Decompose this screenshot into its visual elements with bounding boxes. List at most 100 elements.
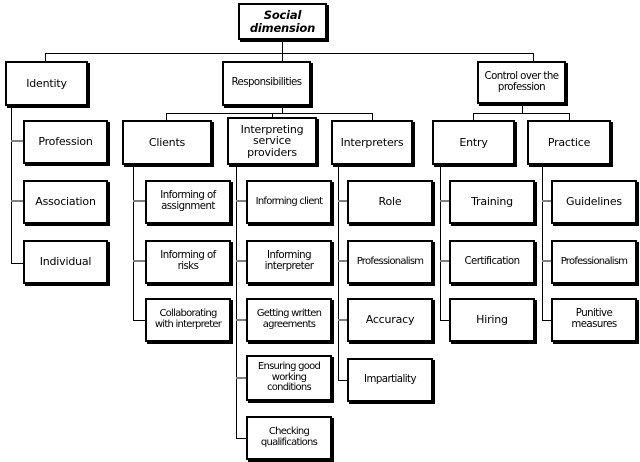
- connector-stub-informing-risks: [133, 260, 146, 262]
- connector-clients-spine: [133, 165, 134, 320]
- node-accuracy[interactable]: Accuracy: [347, 298, 433, 342]
- node-label: Ensuring good working conditions: [257, 361, 321, 394]
- node-getting-written-agreements[interactable]: Getting written agreements: [246, 298, 332, 342]
- connector-control-drop: [522, 103, 523, 113]
- node-label: Social dimension: [249, 8, 316, 35]
- node-professionalism-practice[interactable]: Professionalism: [551, 240, 637, 284]
- node-label: Profession: [38, 135, 93, 149]
- node-label: Interpreters: [340, 135, 404, 149]
- node-informing-interpreter[interactable]: Informing interpreter: [246, 240, 332, 284]
- node-label: Professionalism: [356, 255, 424, 267]
- connector-drop-entry: [473, 113, 474, 121]
- node-impartiality[interactable]: Impartiality: [347, 358, 433, 402]
- connector-stub-accuracy: [338, 319, 349, 321]
- node-responsibilities[interactable]: Responsibilities: [222, 61, 311, 106]
- node-entry[interactable]: Entry: [432, 120, 515, 165]
- connector-control-bus: [473, 113, 569, 114]
- node-label: Informing of risks: [160, 250, 216, 272]
- connector-stub-informing-assignment: [133, 200, 146, 202]
- connector-stub-ensuring-conditions: [236, 377, 248, 379]
- node-guidelines[interactable]: Guidelines: [551, 180, 637, 224]
- connector-drop-isp: [272, 113, 273, 117]
- node-certification[interactable]: Certification: [449, 240, 535, 284]
- connector-stub-professionalism-p: [542, 260, 554, 262]
- node-label: Control over the profession: [484, 70, 560, 93]
- node-label: Getting written agreements: [256, 308, 322, 330]
- node-professionalism-interpreters[interactable]: Professionalism: [347, 240, 433, 284]
- connector-stub-guidelines: [542, 200, 554, 202]
- node-label: Informing interpreter: [264, 250, 314, 272]
- node-informing-of-assignment[interactable]: Informing of assignment: [145, 180, 231, 224]
- connector-interpreters-spine-foot: [338, 380, 348, 381]
- node-label: Training: [471, 195, 513, 209]
- node-interpreting-service-providers[interactable]: Interpreting service providers: [227, 117, 317, 165]
- node-association[interactable]: Association: [23, 180, 108, 224]
- node-social-dimension[interactable]: Social dimension: [238, 3, 327, 40]
- connector-entry-spine: [440, 165, 441, 320]
- connector-responsibilities-bus: [166, 113, 372, 114]
- node-practice[interactable]: Practice: [527, 120, 611, 165]
- connector-level2-bus: [45, 53, 534, 54]
- node-label: Collaborating with interpreter: [154, 308, 222, 330]
- connector-stub-informing-client: [236, 200, 248, 202]
- node-checking-qualifications[interactable]: Checking qualifications: [246, 416, 332, 460]
- connector-isp-spine-foot: [236, 438, 247, 439]
- node-informing-client[interactable]: Informing client: [246, 180, 332, 224]
- node-label: Entry: [459, 135, 488, 149]
- node-control-over-the-profession[interactable]: Control over the profession: [477, 61, 566, 104]
- node-collaborating-with-interpreter[interactable]: Collaborating with interpreter: [145, 298, 231, 342]
- node-label: Identity: [26, 76, 67, 90]
- node-label: Accuracy: [365, 313, 415, 327]
- node-label: Practice: [547, 135, 591, 149]
- connector-level2-drop-control: [533, 53, 534, 61]
- connector-identity-spine: [11, 106, 12, 263]
- node-role[interactable]: Role: [347, 180, 433, 224]
- connector-stub-training: [440, 200, 452, 202]
- connector-root-drop: [282, 40, 283, 54]
- node-individual[interactable]: Individual: [23, 240, 108, 284]
- connector-interpreters-spine: [338, 165, 339, 330]
- node-label: Impartiality: [364, 373, 417, 385]
- connector-practice-spine: [542, 165, 543, 320]
- node-clients[interactable]: Clients: [122, 120, 212, 165]
- connector-stub-role: [338, 200, 349, 202]
- connector-entry-spine-foot: [440, 320, 451, 321]
- connector-isp-spine: [236, 165, 237, 438]
- node-label: Clients: [148, 135, 186, 149]
- node-label: Responsibilities: [231, 77, 302, 89]
- node-label: Hiring: [476, 313, 508, 327]
- connector-stub-association: [11, 200, 24, 202]
- node-ensuring-good-working-conditions[interactable]: Ensuring good working conditions: [246, 355, 332, 401]
- connector-stub-professionalism-i: [338, 260, 349, 262]
- node-hiring[interactable]: Hiring: [449, 298, 535, 342]
- connector-level2-drop-responsibilities: [282, 53, 283, 61]
- node-interpreters[interactable]: Interpreters: [331, 120, 413, 165]
- connector-drop-practice: [569, 113, 570, 121]
- node-label: Role: [378, 195, 402, 209]
- node-training[interactable]: Training: [449, 180, 535, 224]
- connector-identity-spine-foot: [11, 263, 23, 264]
- node-label: Checking qualifications: [260, 426, 318, 448]
- connector-drop-interpreters: [372, 113, 373, 121]
- node-label: Punitive measures: [571, 308, 617, 330]
- node-label: Guidelines: [566, 195, 622, 209]
- node-label: Interpreting service providers: [240, 122, 304, 159]
- node-label: Professionalism: [560, 255, 628, 267]
- node-informing-of-risks[interactable]: Informing of risks: [145, 240, 231, 284]
- connector-responsibilities-drop: [282, 103, 283, 113]
- node-profession[interactable]: Profession: [23, 120, 108, 164]
- node-identity[interactable]: Identity: [5, 61, 88, 106]
- connector-stub-informing-interpreter: [236, 260, 248, 262]
- connector-level2-drop-identity: [45, 53, 46, 61]
- connector-stub-certification: [440, 260, 452, 262]
- node-punitive-measures[interactable]: Punitive measures: [551, 298, 637, 342]
- connector-interpreters-spine-lower: [338, 330, 339, 380]
- node-label: Certification: [464, 255, 520, 267]
- connector-clients-spine-foot: [133, 320, 145, 321]
- node-label: Informing client: [255, 195, 323, 207]
- connector-stub-profession: [11, 140, 24, 142]
- connector-drop-clients: [166, 113, 167, 121]
- node-label: Informing of assignment: [160, 190, 216, 212]
- connector-practice-spine-foot: [542, 320, 553, 321]
